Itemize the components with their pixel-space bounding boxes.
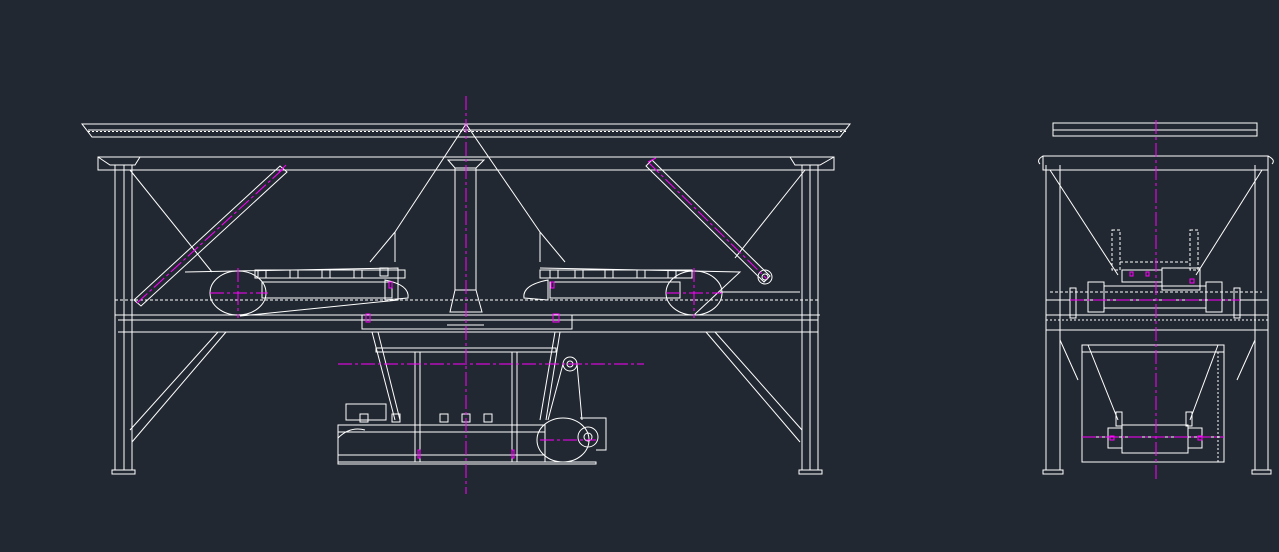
right-belt-conveyor — [523, 267, 800, 316]
diag-rod-right-centerline — [648, 162, 768, 280]
hopper-walls — [129, 123, 806, 273]
front-elevation-view — [80, 123, 852, 475]
diag-rod-left-centerline — [136, 168, 284, 304]
left-belt-conveyor — [184, 267, 409, 317]
side-hopper-walls — [1049, 169, 1263, 276]
side-elevation-view — [1038, 122, 1274, 475]
magenta-markers — [365, 271, 1203, 459]
side-lower-hopper — [1081, 344, 1225, 463]
right-leg — [705, 165, 823, 475]
main-frame-walkway — [115, 299, 820, 333]
centerlines — [136, 96, 1240, 494]
side-weigher — [1050, 267, 1262, 319]
left-leg — [111, 165, 227, 475]
weighing-frame — [371, 331, 583, 462]
diagonal-rods — [133, 157, 771, 307]
hopper-top-rim — [80, 123, 852, 138]
collecting-belt-conveyor — [337, 403, 607, 465]
